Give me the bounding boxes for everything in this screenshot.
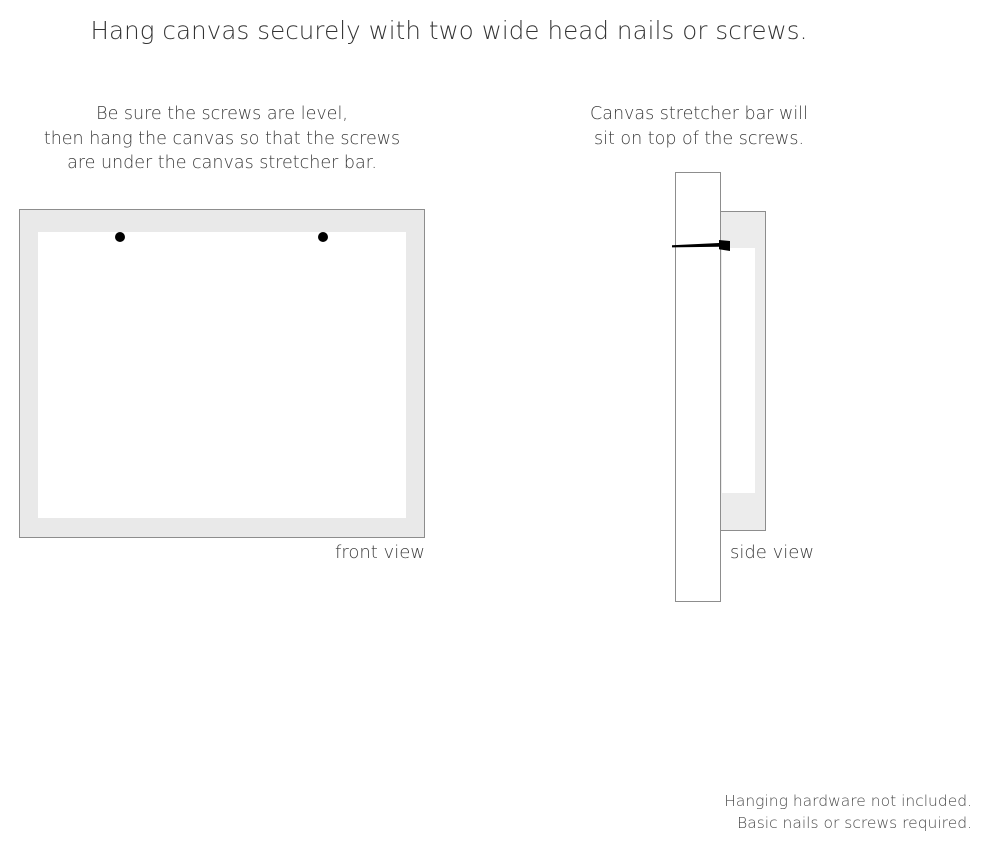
side-caption-line-2: sit on top of the screws.: [593, 128, 805, 149]
front-view-diagram: [19, 209, 425, 538]
wall-cross-section: [675, 172, 721, 602]
page-title: Hang canvas securely with two wide head …: [90, 16, 808, 45]
canvas-face: [38, 232, 406, 518]
screw-head-right-icon: [318, 232, 328, 242]
side-view-diagram: [672, 172, 766, 603]
footer-line-2: Basic nails or screws required.: [737, 813, 972, 832]
front-caption-line-2: then hang the canvas so that the screws: [43, 128, 401, 149]
footer-disclaimer: Hanging hardware not included. Basic nai…: [552, 791, 972, 834]
nail-icon: [672, 240, 730, 251]
footer-line-1: Hanging hardware not included.: [724, 792, 972, 810]
front-caption-line-3: are under the canvas stretcher bar.: [67, 153, 377, 174]
side-view-caption: Canvas stretcher bar will sit on top of …: [548, 102, 850, 151]
front-view-caption: Be sure the screws are level, then hang …: [12, 102, 432, 176]
front-caption-line-1: Be sure the screws are level,: [96, 104, 348, 124]
screw-head-left-icon: [115, 232, 125, 242]
side-view-label: side view: [730, 542, 815, 563]
front-view-label: front view: [335, 542, 425, 563]
canvas-face-side: [722, 248, 755, 493]
side-caption-line-1: Canvas stretcher bar will: [590, 104, 808, 124]
